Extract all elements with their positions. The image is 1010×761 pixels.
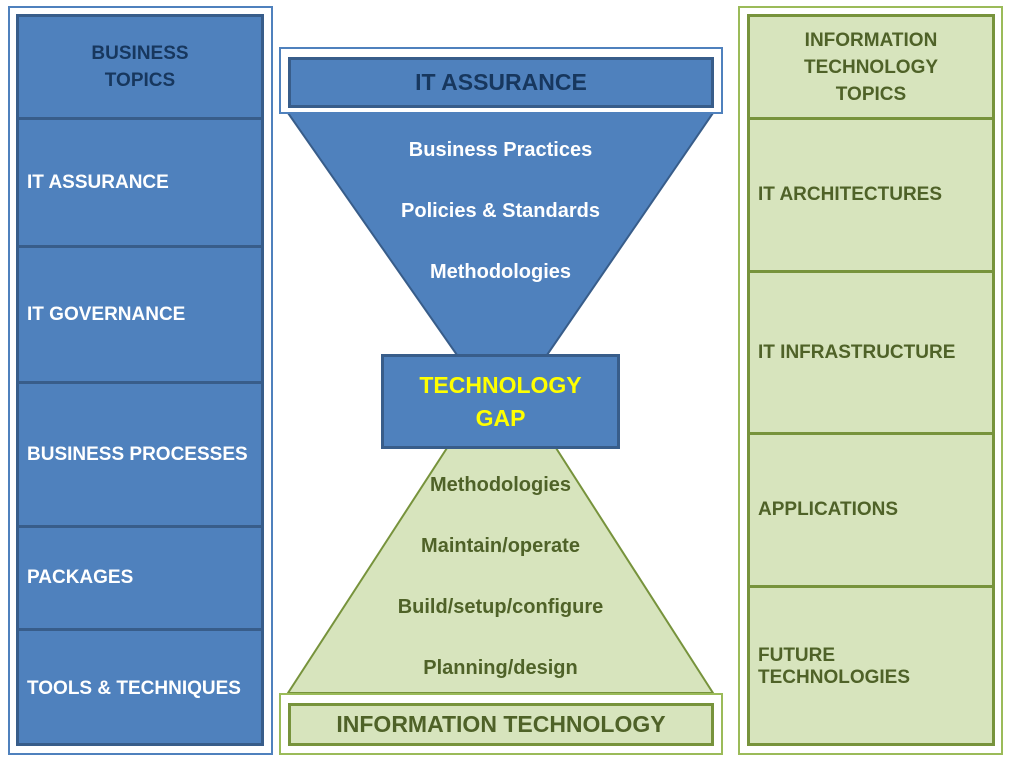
pyramid-item: Maintain/operate [421, 535, 580, 557]
pyramid-item: Methodologies [429, 474, 572, 496]
pyramid-item: Build/setup/configure [397, 596, 604, 618]
business-topic-packages: PACKAGES [19, 525, 261, 628]
header-line: TECHNOLOGY [803, 56, 939, 78]
header-line: BUSINESS [91, 43, 189, 64]
business-topics-header: BUSINESS TOPICS [19, 17, 261, 117]
information-technology-frame [279, 693, 723, 755]
funnel-item: Methodologies [429, 261, 572, 283]
header-line: TOPICS [104, 70, 176, 91]
it-topics-column: INFORMATION TECHNOLOGY TOPICS IT ARCHITE… [747, 14, 995, 746]
information-technology-title: INFORMATION TECHNOLOGY [288, 703, 714, 746]
gap-line: TECHNOLOGY [419, 371, 582, 398]
business-topic-it-governance: IT GOVERNANCE [19, 245, 261, 381]
funnel-item: Policies & Standards [401, 200, 600, 222]
it-topic-architectures: IT ARCHITECTURES [750, 117, 992, 270]
it-topics-header: INFORMATION TECHNOLOGY TOPICS [750, 17, 992, 117]
pyramid-item: Planning/design [423, 657, 578, 679]
it-topic-future-technologies: FUTURE TECHNOLOGIES [750, 585, 992, 746]
gap-line: GAP [475, 404, 526, 431]
business-topic-tools-techniques: TOOLS & TECHNIQUES [19, 628, 261, 746]
it-topic-infrastructure: IT INFRASTRUCTURE [750, 270, 992, 432]
header-line: INFORMATION [804, 29, 938, 51]
business-topics-column: BUSINESS TOPICS IT ASSURANCE IT GOVERNAN… [16, 14, 264, 746]
business-topic-it-assurance: IT ASSURANCE [19, 117, 261, 245]
technology-gap-box: TECHNOLOGY GAP [381, 354, 620, 449]
it-topic-applications: APPLICATIONS [750, 432, 992, 585]
business-topic-business-processes: BUSINESS PROCESSES [19, 381, 261, 525]
business-topics-frame [8, 6, 273, 755]
it-assurance-frame [279, 47, 723, 114]
funnel-item: Business Practices [408, 139, 593, 161]
header-line: TOPICS [835, 83, 907, 105]
it-topics-frame [738, 6, 1003, 755]
it-assurance-title: IT ASSURANCE [288, 57, 714, 108]
